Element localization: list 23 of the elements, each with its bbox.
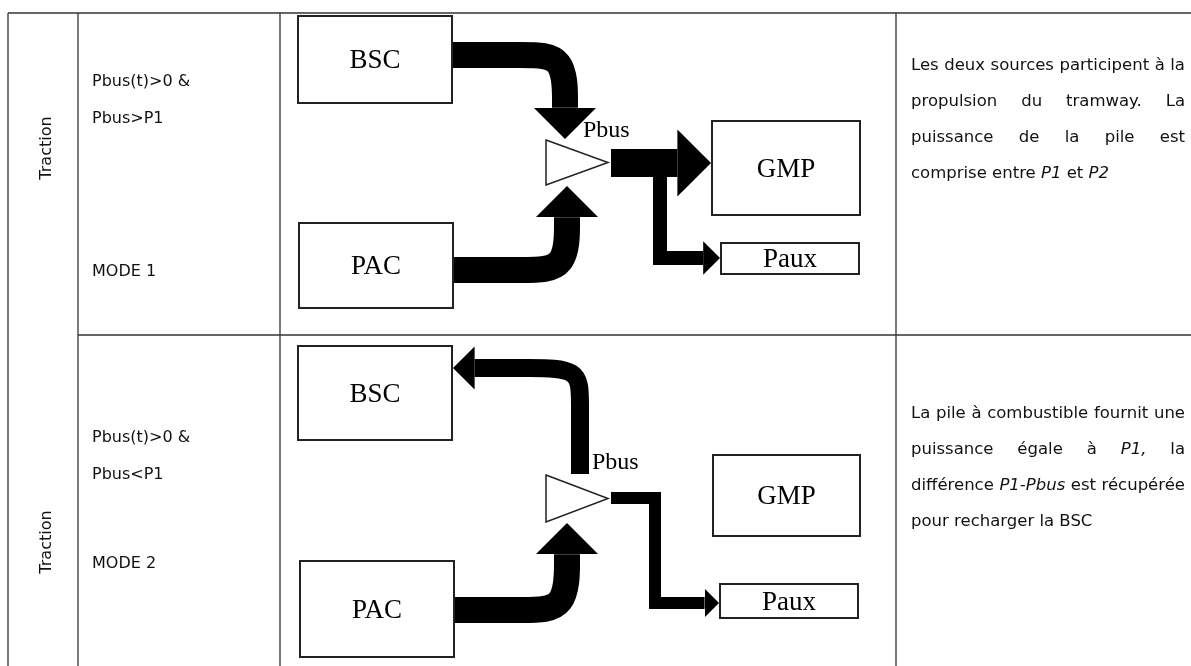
load-box: Paux [719, 583, 859, 619]
source-box: PAC [298, 222, 454, 309]
bus-label: Pbus [583, 116, 630, 143]
power-arrow [452, 42, 597, 139]
bus-triangle [545, 474, 611, 523]
load-box: GMP [712, 454, 861, 537]
source-box: PAC [299, 560, 455, 658]
description-text: Les deux sources participent à la propulsion du tramway. La puissance de la pile est comprise entre P1 et P2 [911, 54, 1185, 184]
load-box: Paux [720, 242, 860, 275]
power-arrow [453, 346, 589, 474]
power-arrow [611, 129, 711, 197]
condition-text: Pbus(t)>0 & Pbus<P1 [92, 426, 192, 485]
description-text: La pile à combustible fournit une puissance égale à P1, la différence P1-Pbus est récupérée pour recharger la BSC [911, 402, 1185, 532]
row-heading: Traction [34, 510, 56, 574]
source-box: BSC [297, 15, 453, 104]
mode-label: MODE 1 [92, 260, 158, 282]
bus-label: Pbus [592, 448, 639, 475]
bus-triangle [545, 139, 611, 186]
row-heading: Traction [34, 116, 56, 180]
source-box: BSC [297, 345, 453, 441]
load-box: GMP [711, 120, 861, 216]
condition-text: Pbus(t)>0 & Pbus>P1 [92, 70, 192, 129]
mode-label: MODE 2 [92, 552, 158, 574]
